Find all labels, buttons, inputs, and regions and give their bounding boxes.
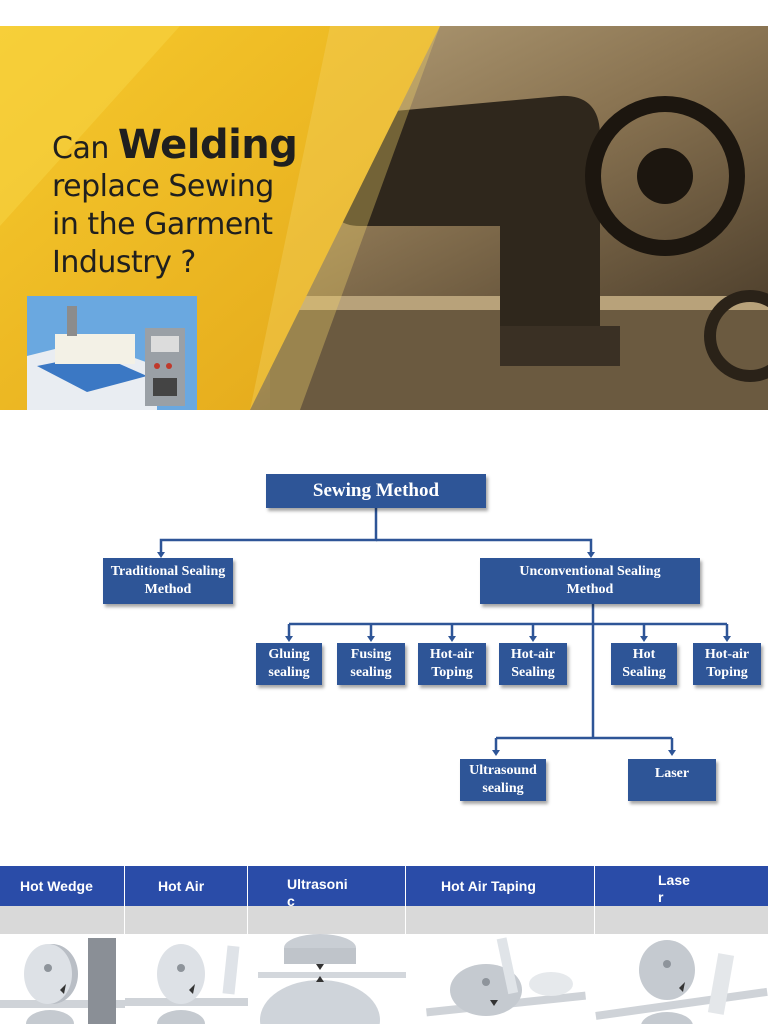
header-label: Hot Air Taping xyxy=(441,878,536,894)
node-label: sealing xyxy=(482,781,524,796)
node-ultrasound-sealing: Ultrasound sealing xyxy=(460,759,546,801)
method-comparison-table: Hot Wedge Hot Air Ultrasoni c Hot Air Ta… xyxy=(0,866,768,1029)
hot-air-illustration xyxy=(125,934,248,1029)
hero-banner: Can Welding replace Sewing in the Garmen… xyxy=(0,26,768,410)
ultrasonic-illustration xyxy=(248,934,406,1029)
welding-machine-photo xyxy=(27,296,197,410)
connector-lines xyxy=(157,508,731,756)
headline-bold: Welding xyxy=(117,122,298,168)
sealing-method-diagram: Sewing Method Traditional Sealing Method… xyxy=(0,460,768,820)
node-fusing-sealing: Fusing sealing xyxy=(337,643,405,685)
node-traditional-sealing: Traditional Sealing Method xyxy=(103,558,233,604)
node-label: Fusing xyxy=(350,647,392,662)
node-label: Sealing xyxy=(511,665,555,680)
node-label: Hot xyxy=(632,647,656,662)
headline-line2: replace Sewing xyxy=(52,169,274,204)
node-laser: Laser xyxy=(628,759,716,801)
table-header-cell: Ultrasoni c xyxy=(248,866,406,909)
table-cell xyxy=(406,906,595,934)
node-gluing-sealing: Gluing sealing xyxy=(256,643,322,685)
table-cell xyxy=(125,906,248,934)
node-label: sealing xyxy=(268,665,310,680)
table-header-cell: Hot Wedge xyxy=(0,866,125,906)
laser-illustration xyxy=(595,934,768,1029)
header-label: Hot Wedge xyxy=(20,878,93,894)
header-label: Lase xyxy=(658,872,690,888)
headline-line4: Industry ? xyxy=(52,245,196,280)
header-label: Ultrasoni xyxy=(287,876,348,892)
hot-wedge-illustration xyxy=(0,934,125,1029)
node-label: Toping xyxy=(431,665,473,680)
sewing-machine-photo xyxy=(0,26,768,410)
headline-line3: in the Garment xyxy=(52,207,273,242)
root-node-sewing-method: Sewing Method xyxy=(266,474,486,508)
node-label: sealing xyxy=(350,665,392,680)
node-label: Gluing xyxy=(268,647,310,662)
hot-air-taping-illustration xyxy=(406,934,595,1024)
node-label: Hot-air xyxy=(429,647,475,662)
node-label: Hot-air xyxy=(510,647,556,662)
table-cell xyxy=(0,906,125,934)
table-cell xyxy=(595,906,768,934)
headline: Can Welding replace Sewing in the Garmen… xyxy=(52,125,298,282)
table-header-cell: Lase r xyxy=(595,866,768,906)
table-header-cell: Hot Air xyxy=(125,866,248,906)
headline-prefix: Can xyxy=(52,131,109,166)
node-label: Ultrasound xyxy=(469,763,537,778)
node-label: Sealing xyxy=(622,665,666,680)
table-header-cell: Hot Air Taping xyxy=(406,866,595,906)
table-cell xyxy=(248,906,406,934)
header-label: r xyxy=(658,889,664,905)
node-unconventional-sealing: Unconventional Sealing Method xyxy=(480,558,700,604)
header-label: c xyxy=(287,893,295,909)
header-label: Hot Air xyxy=(158,878,205,894)
node-label: Hot-air xyxy=(704,647,750,662)
node-label: Toping xyxy=(706,665,748,680)
